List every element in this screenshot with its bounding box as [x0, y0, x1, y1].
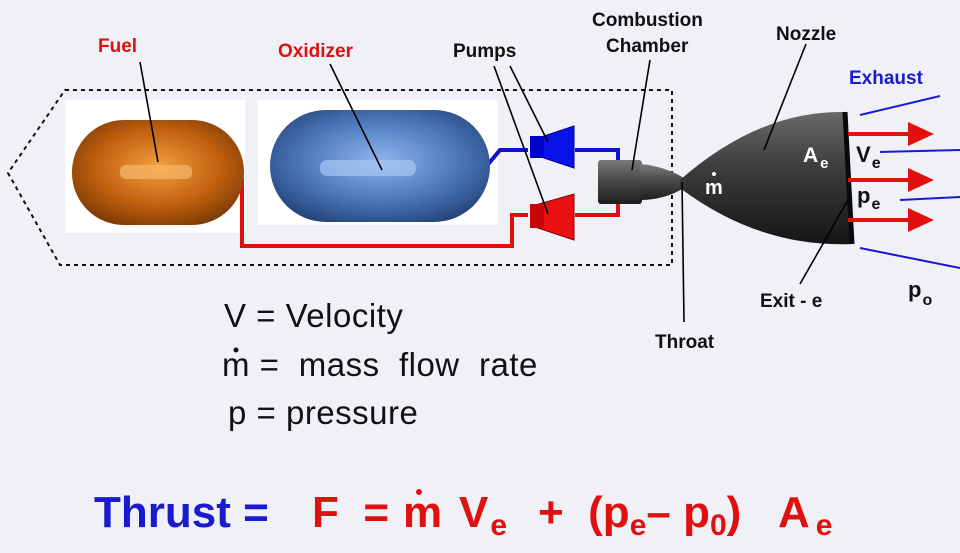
leader-pump-fuel: [493, 65, 549, 215]
exhaust-arrows: [848, 122, 934, 232]
leader-combustion: [631, 59, 651, 171]
leader-exit: [799, 199, 849, 285]
oxidizer-line: [483, 148, 528, 170]
fuel-pump-body: [530, 204, 544, 228]
pumps-label: Pumps: [453, 41, 516, 62]
pressure-ambient-label: po: [908, 277, 932, 309]
fuel-tank-highlight: [120, 165, 192, 179]
equation-mdot: m: [403, 488, 442, 537]
plume-line: [899, 196, 960, 201]
equation-pressure-term: + (pe– p0): [538, 488, 741, 542]
oxidizer-pump-body: [530, 136, 544, 158]
legend-pressure: p = pressure: [228, 394, 418, 431]
exhaust-arrow-head: [908, 168, 934, 192]
leader-fuel: [139, 61, 159, 163]
nozzle: [680, 111, 852, 245]
combustion-chamber: [598, 160, 642, 204]
equation-f-equals: F =: [312, 488, 389, 537]
pressure-exit-label: pe: [857, 183, 880, 213]
throat-label: Throat: [655, 332, 715, 353]
rocket-body-outline: [6, 89, 673, 266]
equation-ve: Ve: [459, 488, 507, 542]
exit-label: Exit - e: [760, 291, 822, 312]
fuel-label: Fuel: [98, 36, 137, 57]
fuel-line: [240, 178, 528, 248]
thrust-label: Thrust =: [94, 488, 269, 537]
legend-mdot-dot: [233, 347, 239, 353]
exhaust-label: Exhaust: [849, 68, 924, 89]
exhaust-plume-lines: [859, 95, 960, 269]
mdot-nozzle-label: m: [705, 177, 723, 199]
oxidizer-label: Oxidizer: [278, 41, 354, 62]
leader-pump-ox: [509, 65, 549, 143]
mdot-dot: [712, 172, 716, 176]
leader-lines: [139, 43, 849, 323]
exhaust-arrow-head: [908, 208, 934, 232]
combustion-label-line2: Chamber: [606, 36, 689, 57]
leader-nozzle: [763, 43, 807, 151]
plume-line: [859, 95, 941, 116]
equation-mdot-dot: [416, 489, 422, 495]
exhaust-arrow-head: [908, 122, 934, 146]
legend-mass-flow: m = mass flow rate: [222, 346, 538, 383]
nozzle-label: Nozzle: [776, 24, 836, 45]
combustion-label-line1: Combustion: [592, 10, 703, 31]
leader-oxidizer: [329, 63, 383, 171]
velocity-exit-label: Ve: [856, 142, 881, 172]
leader-throat: [681, 181, 685, 323]
plume-line: [859, 247, 960, 269]
oxidizer-tank-highlight: [320, 160, 416, 176]
legend-velocity: V = Velocity: [224, 297, 403, 334]
engine-throat: [640, 164, 684, 200]
plume-line: [879, 149, 960, 153]
